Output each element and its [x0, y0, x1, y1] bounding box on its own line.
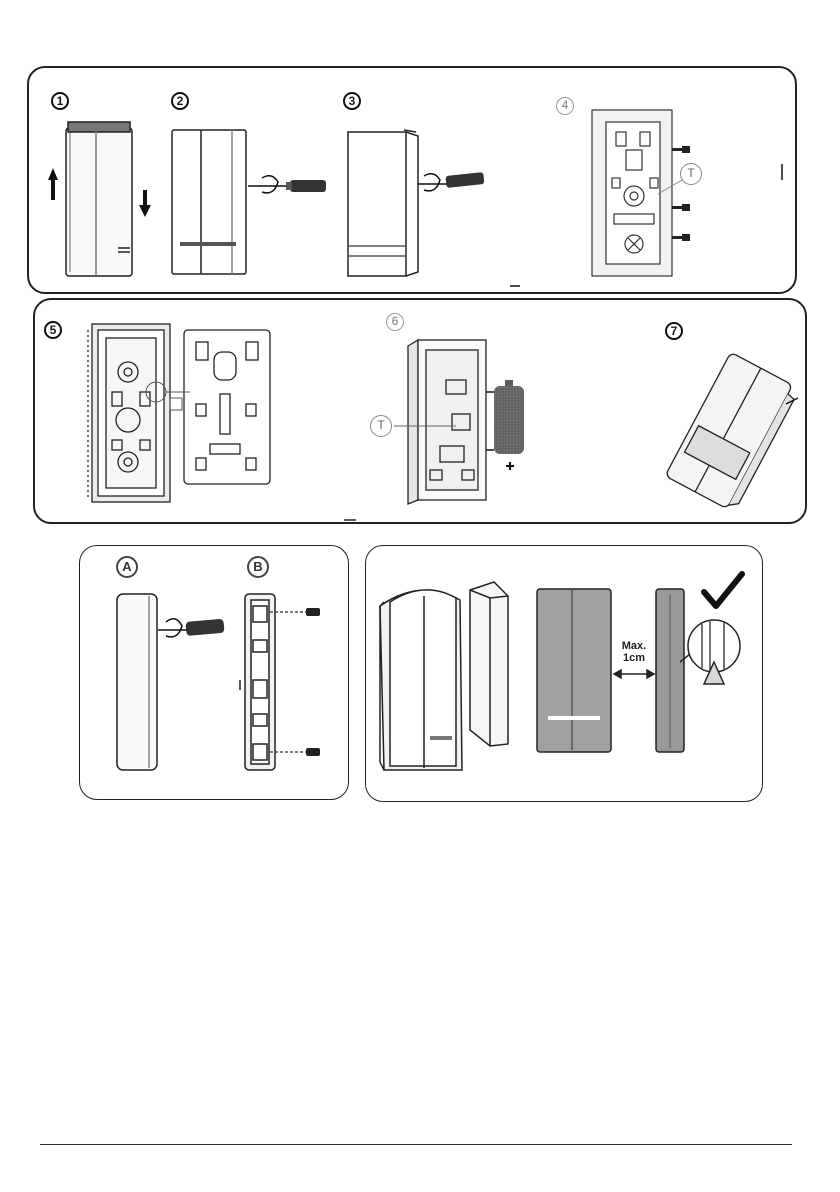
step-6-badge: 6	[386, 313, 404, 331]
gap-label: Max. 1cm	[614, 640, 654, 664]
variants-panel	[79, 545, 349, 800]
gap-label-line2: 1cm	[614, 652, 654, 664]
steps-5-7-panel	[33, 298, 807, 524]
terminal-label-step-6: T	[370, 415, 392, 437]
step-7-badge: 7	[665, 322, 683, 340]
terminal-label-step-4: T	[680, 163, 702, 185]
gap-label-line1: Max.	[614, 640, 654, 652]
variant-b-badge: B	[247, 556, 269, 578]
step-1-badge: 1	[51, 92, 69, 110]
step-5-badge: 5	[44, 321, 62, 339]
step-2-badge: 2	[171, 92, 189, 110]
footer-rule	[40, 1144, 792, 1145]
step-3-badge: 3	[343, 92, 361, 110]
variant-a-badge: A	[116, 556, 138, 578]
gap-panel	[365, 545, 763, 802]
step-4-badge: 4	[556, 97, 574, 115]
